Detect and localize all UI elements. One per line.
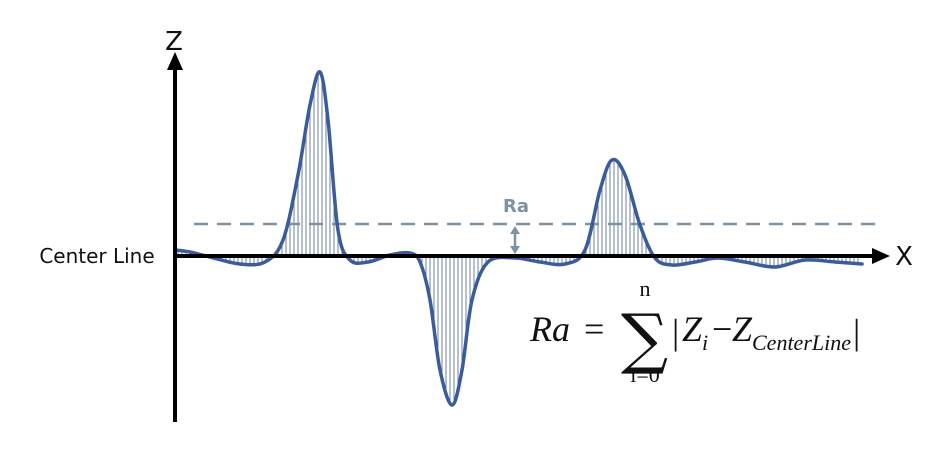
center-line-label: Center Line xyxy=(39,244,154,268)
sigma-lower-limit: i=0 xyxy=(630,362,660,387)
ra-formula: Ra = ∑ n i=0 | Z i − Z CenterLine | xyxy=(529,276,860,387)
formula-equals: = xyxy=(584,309,604,349)
x-axis-label: X xyxy=(895,242,913,272)
formula-minus: − xyxy=(712,309,732,349)
sigma-upper-limit: n xyxy=(640,276,651,301)
surface-profile-curve xyxy=(173,70,864,407)
formula-z-center: Z xyxy=(732,309,753,349)
ra-label: Ra xyxy=(503,196,529,217)
formula-sub-i: i xyxy=(702,330,708,355)
formula-lhs: Ra xyxy=(529,309,570,349)
abs-bar-right: | xyxy=(853,312,860,352)
z-axis xyxy=(167,52,183,422)
ra-double-arrow xyxy=(510,226,520,254)
formula-z-i: Z xyxy=(682,309,703,349)
sigma-symbol: ∑ xyxy=(621,300,668,377)
abs-bar-left: | xyxy=(672,312,679,352)
formula-sub-centerline: CenterLine xyxy=(752,330,851,355)
x-axis xyxy=(175,248,890,264)
z-axis-label: Z xyxy=(165,27,183,57)
